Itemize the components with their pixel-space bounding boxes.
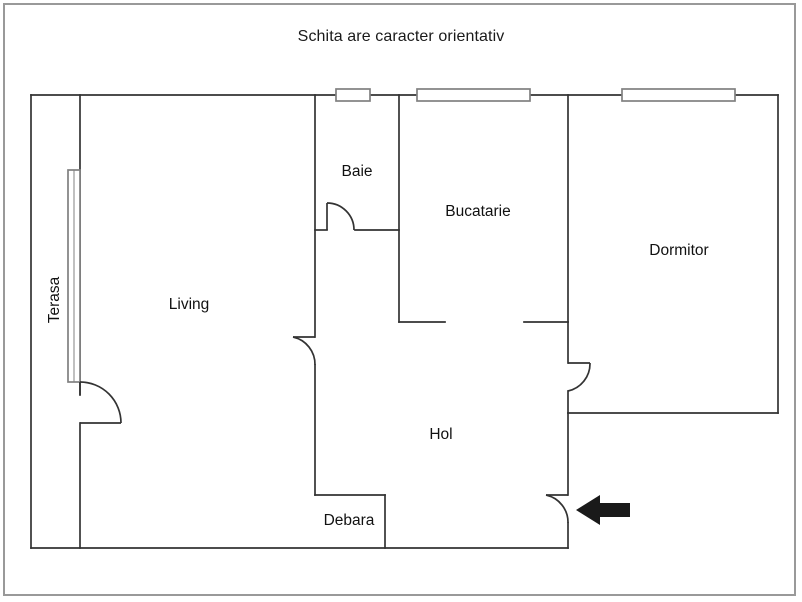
page-border-frame bbox=[3, 3, 796, 596]
door-living-hol bbox=[292, 336, 316, 366]
door-terasa-living bbox=[79, 381, 122, 424]
walls-group bbox=[30, 94, 779, 549]
windows-group bbox=[67, 88, 736, 383]
room-label-bucatarie: Bucatarie bbox=[445, 203, 511, 220]
window-dormitor-top bbox=[621, 88, 736, 102]
door-dormitor-hol bbox=[567, 362, 591, 392]
door-baie bbox=[326, 202, 355, 231]
entrance-arrow bbox=[576, 495, 630, 525]
room-label-dormitor: Dormitor bbox=[649, 242, 709, 259]
window-baie-top bbox=[335, 88, 371, 102]
doors-group bbox=[79, 202, 591, 524]
window-bucatarie-top bbox=[416, 88, 531, 102]
room-label-living: Living bbox=[168, 296, 210, 313]
room-label-baie: Baie bbox=[341, 163, 373, 180]
door-entrance bbox=[545, 494, 569, 524]
room-label-hol: Hol bbox=[429, 426, 453, 443]
room-label-terasa: Terasa bbox=[46, 276, 63, 324]
page-title: Schita are caracter orientativ bbox=[297, 28, 505, 45]
room-label-debara: Debara bbox=[323, 512, 375, 529]
